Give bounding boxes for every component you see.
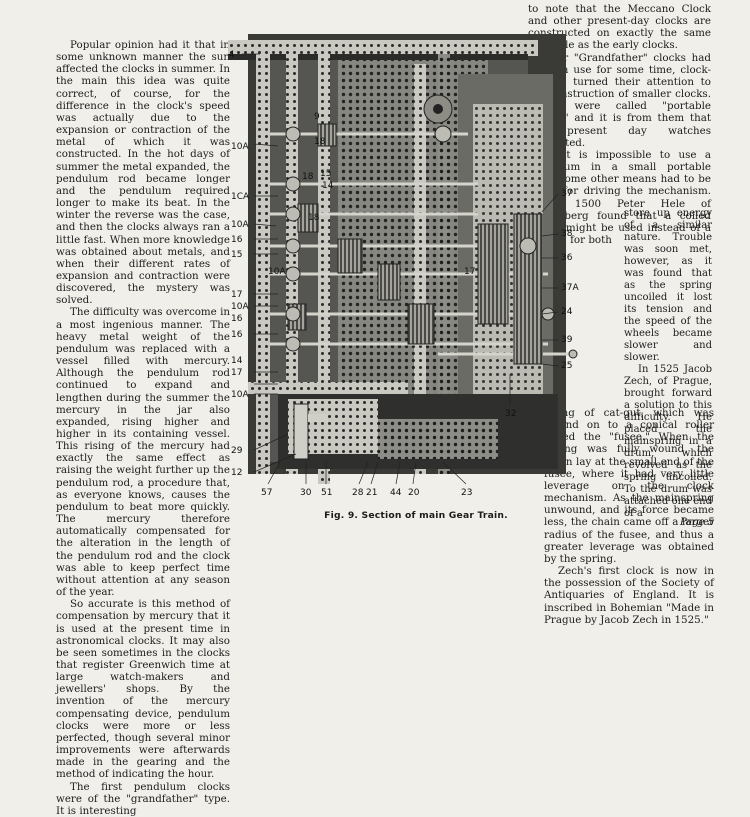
figure-label: 17 [464, 267, 475, 277]
figure-label: 12 [231, 468, 242, 478]
figure-label: 24 [561, 307, 573, 317]
paragraph: So accurate is this method of compensati… [56, 598, 230, 781]
figure-label: 39 [561, 335, 573, 345]
left-text-column: Popular opinion had it that in some unkn… [56, 39, 230, 817]
figure-label: 38 [561, 229, 573, 239]
figure-label: 10A [268, 267, 286, 277]
figure-label: 37A [561, 283, 579, 293]
figure-label: 1CA [231, 192, 250, 202]
figure-caption: Fig. 9. Section of main Gear Train. [324, 510, 508, 521]
figure-label: 10A [231, 390, 249, 400]
figure-label: 74 [228, 50, 235, 60]
paragraph: As it is impossible to use a pendulum in… [528, 148, 711, 246]
figure-label: 15 [231, 250, 242, 260]
gear-train-illustration: 74 9 18 10A 15 18 14 1CA 18 10A 16 15 10… [223, 34, 579, 498]
figure-label: 30 [300, 488, 312, 498]
paragraph: The first pendulum clocks were of the "g… [56, 780, 230, 817]
paragraph: After "Grandfather" clocks had been in u… [528, 51, 711, 149]
figure-label: 21 [366, 488, 377, 498]
paragraph: store up energy of a similar nature. Tro… [624, 208, 712, 363]
figure-label: 57 [261, 488, 272, 498]
figure-label: 14 [322, 181, 334, 191]
paragraph: Zech's first clock is now in the possess… [544, 565, 714, 626]
figure-label: 20 [408, 488, 420, 498]
figure-label: 51 [321, 488, 332, 498]
figure-label: 18 [302, 172, 314, 182]
page-number: Page 5 [680, 517, 715, 528]
figure-label: 16 [231, 330, 243, 340]
figure-label: 37 [561, 189, 572, 199]
figure-label: 28 [352, 488, 364, 498]
figure-label: 17 [231, 290, 242, 300]
gear-train-figure: 74 9 18 10A 15 18 14 1CA 18 10A 16 15 10… [223, 14, 580, 514]
figure-label: 16 [231, 235, 243, 245]
figure-label: 10A [231, 142, 249, 152]
figure-label: 18 [308, 213, 320, 223]
figure-label: 15 [320, 169, 331, 179]
paragraph: The difficulty was overcome in a most in… [56, 306, 230, 599]
figure-label: 14 [231, 356, 243, 366]
figure-label: 17 [231, 368, 242, 378]
figure-label: 36 [561, 253, 573, 263]
figure-label: 18 [314, 137, 326, 147]
figure-label: 32 [505, 409, 516, 419]
figure-label: 10A [231, 220, 249, 230]
figure-label: 16 [231, 314, 243, 324]
paragraph: Popular opinion had it that in some unkn… [56, 39, 230, 307]
figure-label: 44 [390, 488, 402, 498]
figure-label: 10A [231, 302, 249, 312]
right-text-column-narrow: store up energy of a similar nature. Tro… [624, 208, 712, 520]
figure-label: 23 [461, 488, 472, 498]
figure-label: 29 [231, 446, 243, 456]
figure-label: 9 [314, 112, 320, 122]
paragraph: In 1525 Jacob Zech, of Prague, brought f… [624, 364, 712, 519]
figure-label: 25 [561, 361, 572, 371]
right-text-column-top: to note that the Meccano Clock and other… [528, 3, 711, 246]
